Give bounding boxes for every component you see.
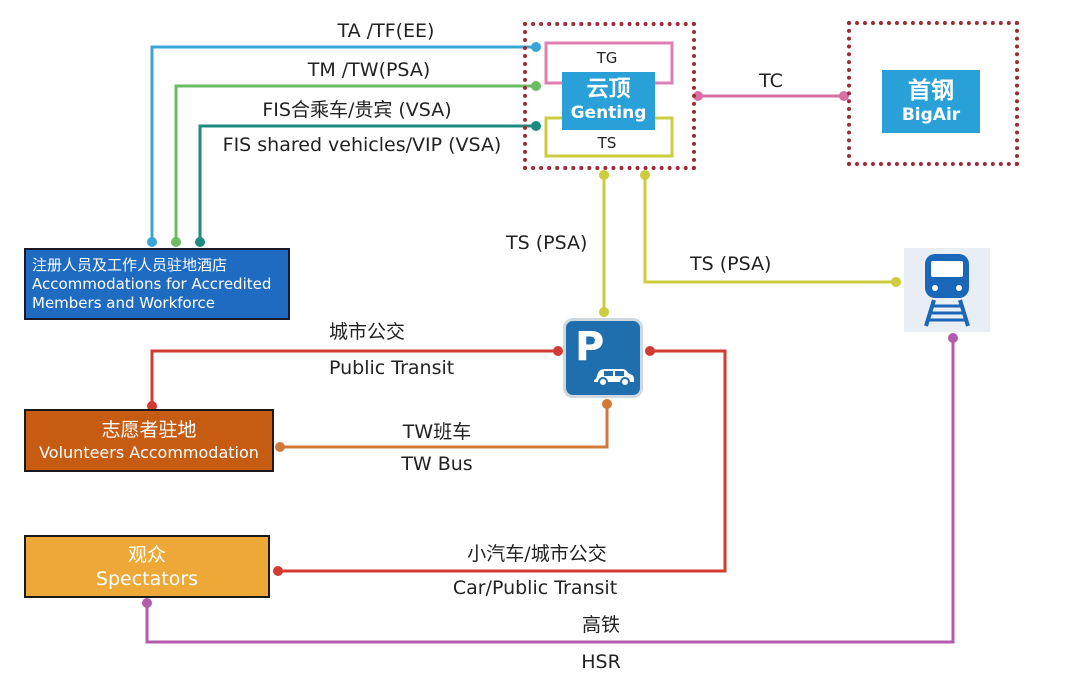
volunteers-cn-label: 志愿者驻地: [101, 418, 197, 441]
car-icon: [594, 369, 634, 387]
accommodations-en-label-2: Members and Workforce: [32, 294, 216, 312]
route-ts-rail-label: TS (PSA): [690, 253, 772, 275]
route-tm-label: TM /TW(PSA): [307, 59, 431, 81]
dot-hsr-start: [142, 598, 152, 608]
route-car-line: [276, 349, 727, 573]
dot-tc-end: [839, 91, 849, 101]
dot-public-transit-start: [147, 401, 157, 411]
bigair-node: 首钢 BigAir: [882, 70, 980, 133]
dot-ts-parking-start: [599, 170, 609, 180]
accommodations-node: 注册人员及工作人员驻地酒店 Accommodations for Accredi…: [24, 248, 290, 320]
dot-car-start: [273, 566, 283, 576]
genting-cn-label: 云顶: [586, 77, 631, 102]
route-car-en-label: Car/Public Transit: [452, 577, 618, 599]
route-ts-inner-label: TS: [597, 134, 617, 152]
dot-ts-rail-end: [891, 277, 901, 287]
dot-ta-start: [147, 237, 157, 247]
dot-tm-start: [171, 237, 181, 247]
route-ts-parking-label: TS (PSA): [506, 232, 588, 254]
dot-car-end: [645, 346, 655, 356]
train-station-icon: [904, 248, 990, 332]
route-ta-line: [150, 45, 538, 242]
dot-ta-end: [531, 42, 541, 52]
parking-letter: P: [575, 324, 605, 370]
spectators-node: 观众 Spectators: [24, 535, 270, 598]
route-ts-rail-line: [643, 173, 898, 284]
accommodations-cn-label: 注册人员及工作人员驻地酒店: [32, 256, 228, 274]
route-tw-bus-cn-label: TW班车: [402, 421, 472, 443]
route-public-transit-cn-label: 城市公交: [329, 321, 406, 343]
route-hsr-en-label: HSR: [581, 651, 621, 673]
route-public-transit-line: [150, 349, 558, 408]
genting-venue-frame: [523, 22, 696, 170]
parking-icon: P: [563, 318, 643, 398]
genting-node: 云顶 Genting: [562, 72, 655, 130]
train-icon: [924, 254, 970, 327]
route-fis-line: [198, 124, 538, 242]
route-ta-label: TA /TF(EE): [337, 20, 435, 42]
dot-fis-start: [195, 237, 205, 247]
dot-ts-parking-end: [599, 307, 609, 317]
route-tw-bus-line: [278, 404, 609, 449]
route-fis-cn-label: FIS合乘车/贵宾 (VSA): [262, 99, 452, 121]
spectators-en-label: Spectators: [95, 567, 199, 590]
dot-tm-end: [531, 81, 541, 91]
dot-hsr-end: [948, 333, 958, 343]
route-hsr-cn-label: 高铁: [581, 614, 621, 636]
route-fis-en-label: FIS shared vehicles/VIP (VSA): [222, 134, 502, 156]
route-public-transit-en-label: Public Transit: [329, 357, 455, 379]
volunteers-node: 志愿者驻地 Volunteers Accommodation: [24, 409, 274, 472]
bigair-en-label: BigAir: [901, 104, 961, 125]
dot-ts-rail-start: [640, 170, 650, 180]
bigair-cn-label: 首钢: [908, 77, 954, 104]
volunteers-en-label: Volunteers Accommodation: [39, 442, 259, 462]
dot-public-transit-end: [553, 346, 563, 356]
genting-en-label: Genting: [570, 103, 647, 123]
spectators-cn-label: 观众: [127, 543, 166, 566]
route-tc-label: TC: [759, 70, 783, 92]
route-hsr-line: [145, 338, 955, 644]
dot-tw-bus-end: [602, 399, 612, 409]
accommodations-en-label-1: Accommodations for Accredited: [32, 275, 272, 293]
route-tm-line: [174, 84, 538, 242]
dot-tw-bus-start: [275, 442, 285, 452]
route-tw-bus-en-label: TW Bus: [401, 453, 473, 475]
dot-fis-end: [531, 121, 541, 131]
route-tg-label: TG: [596, 49, 618, 67]
bigair-venue-frame: [847, 21, 1019, 166]
route-car-cn-label: 小汽车/城市公交: [467, 543, 607, 565]
